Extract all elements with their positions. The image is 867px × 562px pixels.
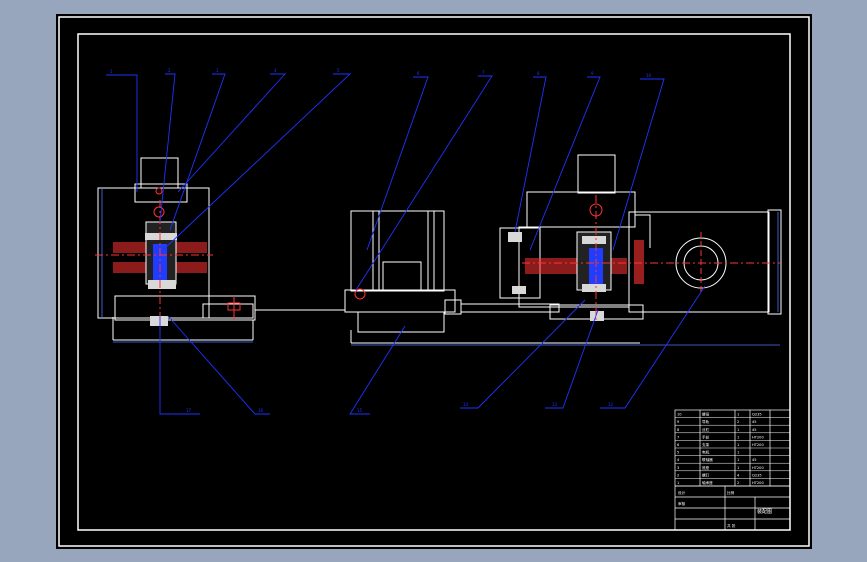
title-block-cell: 电机 <box>702 450 710 455</box>
title-block-cell: 1 <box>737 428 739 432</box>
title-block-sheets: 共 张 <box>727 523 736 528</box>
left-assembly <box>97 157 256 341</box>
title-block-cell: 7 <box>677 435 679 439</box>
title-block-cell: 4 <box>737 473 740 477</box>
title-block-cell: 45 <box>752 458 757 462</box>
balloon-4: 4 <box>274 68 277 73</box>
title-block-cell: 10 <box>677 413 682 417</box>
title-block-cell: 1 <box>737 435 739 439</box>
title-block-cell: 45 <box>752 428 757 432</box>
balloon-8: 8 <box>537 71 540 76</box>
balloon-12: 12 <box>608 402 614 407</box>
title-block-cell: 3 <box>677 466 679 470</box>
balloon-5: 5 <box>337 68 340 73</box>
balloon-labels: 1 2 3 4 5 6 7 8 9 10 17 16 15 14 13 12 <box>110 68 652 413</box>
title-block-cell: 6 <box>677 443 680 447</box>
title-block-cell: 5 <box>677 451 679 455</box>
balloon-13: 13 <box>552 402 558 407</box>
outer-border <box>58 16 810 547</box>
balloon-3: 3 <box>216 68 219 73</box>
balloon-1: 1 <box>110 69 113 74</box>
title-block-cell: 轴承座 <box>702 480 713 485</box>
title-block-cell: 1 <box>737 466 739 470</box>
title-block-cell: 支架 <box>702 442 710 447</box>
title-block-designer: 设计 <box>678 490 686 495</box>
title-block-cell: HT200 <box>752 443 764 447</box>
balloon-2: 2 <box>168 68 171 73</box>
title-block-drawing-title: 装配图 <box>757 508 772 515</box>
leader-lines <box>106 73 706 415</box>
title-block-cell: 2 <box>737 481 739 485</box>
title-block-cell: 联轴器 <box>702 457 713 462</box>
title-block-cell: HT200 <box>752 466 764 470</box>
title-block-cell: 手轮 <box>702 434 710 439</box>
title-block-cell: Q235 <box>752 473 762 477</box>
title-block-cell: 8 <box>677 428 680 432</box>
title-block-cell: 1 <box>737 443 739 447</box>
title-block-cell: 螺母 <box>702 412 710 417</box>
title-block-cell: 螺钉 <box>702 472 710 477</box>
title-block-reviewer: 审核 <box>678 501 686 506</box>
balloon-15: 15 <box>357 408 363 413</box>
title-block-cell: 1 <box>677 481 679 485</box>
balloon-14: 14 <box>463 402 469 407</box>
title-block-cell: Q235 <box>752 413 762 417</box>
balloon-9: 9 <box>591 71 594 76</box>
title-block-cell: 丝杠 <box>702 427 710 432</box>
balloon-17: 17 <box>186 408 192 413</box>
title-block-cell: 4 <box>677 458 680 462</box>
right-gear-section <box>508 195 780 321</box>
title-block-cell: 1 <box>737 451 739 455</box>
dimension-lines <box>101 188 780 346</box>
inner-frame <box>77 33 791 531</box>
title-block-cell: 2 <box>737 420 739 424</box>
balloon-16: 16 <box>258 408 264 413</box>
title-block-cell: 导轨 <box>702 419 710 424</box>
title-block-cell: 9 <box>677 420 680 424</box>
title-block-cell: HT200 <box>752 481 764 485</box>
title-block-cell: 底座 <box>702 465 710 470</box>
title-block-scale: 比例 <box>727 490 735 495</box>
title-block-cell: 1 <box>737 413 739 417</box>
left-gear-section <box>95 187 241 330</box>
title-block-cell: 1 <box>737 458 739 462</box>
balloon-10: 10 <box>646 73 652 78</box>
balloon-6: 6 <box>417 71 420 76</box>
title-block-cell: HT200 <box>752 435 764 439</box>
title-block-cell: 45 <box>752 420 757 424</box>
balloon-7: 7 <box>482 70 485 75</box>
title-block-cell: 2 <box>677 473 679 477</box>
